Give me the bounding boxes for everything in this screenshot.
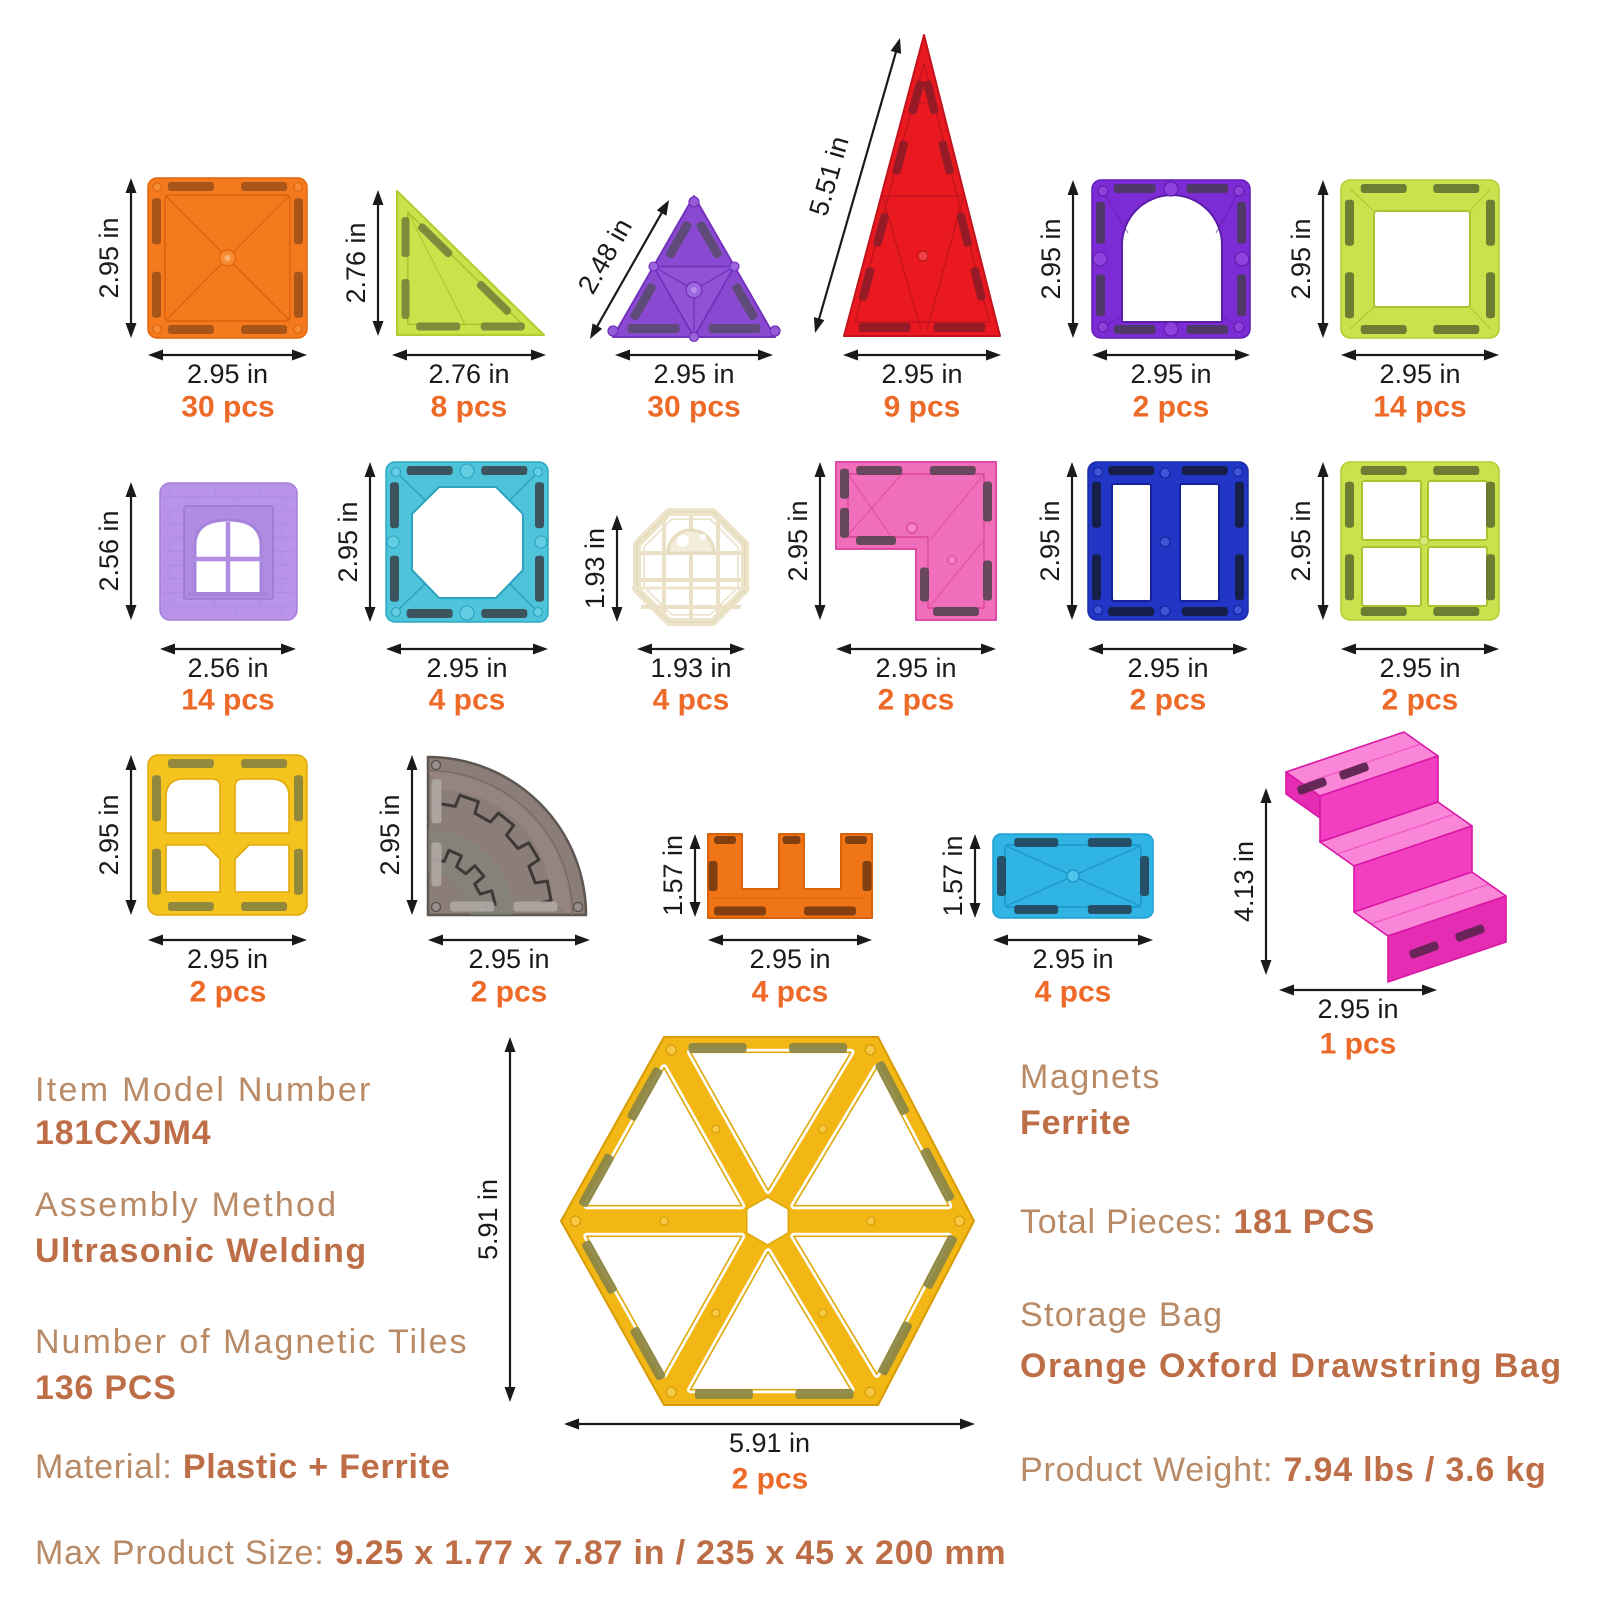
svg-text:Product Weight: 7.94 lbs / 3.6: Product Weight: 7.94 lbs / 3.6 kg xyxy=(1020,1451,1547,1489)
svg-text:Orange Oxford Drawstring Bag: Orange Oxford Drawstring Bag xyxy=(1020,1347,1563,1385)
svg-text:2.95 in: 2.95 in xyxy=(653,359,734,389)
svg-text:2 pcs: 2 pcs xyxy=(1382,684,1459,717)
svg-text:2.95 in: 2.95 in xyxy=(749,944,830,974)
svg-text:Storage Bag: Storage Bag xyxy=(1020,1296,1223,1334)
svg-text:2 pcs: 2 pcs xyxy=(732,1463,809,1496)
svg-text:2 pcs: 2 pcs xyxy=(878,684,955,717)
svg-text:2.95 in: 2.95 in xyxy=(1286,218,1316,299)
svg-text:2.95 in: 2.95 in xyxy=(426,653,507,683)
svg-text:1.93 in: 1.93 in xyxy=(580,528,610,609)
svg-text:30 pcs: 30 pcs xyxy=(647,391,740,424)
svg-text:136 PCS: 136 PCS xyxy=(35,1369,177,1407)
svg-text:Material: Plastic + Ferrite: Material: Plastic + Ferrite xyxy=(35,1448,451,1486)
svg-text:1.57 in: 1.57 in xyxy=(658,835,688,916)
svg-text:2.95 in: 2.95 in xyxy=(333,501,363,582)
svg-text:2.95 in: 2.95 in xyxy=(1036,218,1066,299)
svg-text:4 pcs: 4 pcs xyxy=(752,976,829,1009)
svg-text:5.91 in: 5.91 in xyxy=(473,1179,503,1260)
svg-text:2.95 in: 2.95 in xyxy=(1379,653,1460,683)
svg-text:2 pcs: 2 pcs xyxy=(471,976,548,1009)
svg-text:1 pcs: 1 pcs xyxy=(1320,1028,1397,1061)
svg-text:2.95 in: 2.95 in xyxy=(187,944,268,974)
svg-text:14 pcs: 14 pcs xyxy=(1373,391,1466,424)
svg-text:1.93 in: 1.93 in xyxy=(650,653,731,683)
svg-text:2.56 in: 2.56 in xyxy=(94,510,124,591)
svg-text:2.95 in: 2.95 in xyxy=(1032,944,1113,974)
svg-text:Ultrasonic Welding: Ultrasonic Welding xyxy=(35,1232,368,1270)
svg-text:9 pcs: 9 pcs xyxy=(884,391,961,424)
svg-text:14 pcs: 14 pcs xyxy=(181,684,274,717)
svg-text:2.95 in: 2.95 in xyxy=(1317,994,1398,1024)
svg-text:Total Pieces: 181 PCS: Total Pieces: 181 PCS xyxy=(1020,1203,1375,1241)
svg-text:2.95 in: 2.95 in xyxy=(1379,359,1460,389)
svg-text:2.95 in: 2.95 in xyxy=(94,217,124,298)
svg-text:2.95 in: 2.95 in xyxy=(783,500,813,581)
svg-text:8 pcs: 8 pcs xyxy=(431,391,508,424)
svg-text:2.95 in: 2.95 in xyxy=(1130,359,1211,389)
svg-text:4 pcs: 4 pcs xyxy=(653,684,730,717)
svg-text:4 pcs: 4 pcs xyxy=(1035,976,1112,1009)
svg-text:Assembly Method: Assembly Method xyxy=(35,1186,338,1224)
svg-text:2.95 in: 2.95 in xyxy=(187,359,268,389)
svg-text:2 pcs: 2 pcs xyxy=(190,976,267,1009)
svg-text:4.13 in: 4.13 in xyxy=(1229,841,1259,922)
svg-text:2.76 in: 2.76 in xyxy=(341,222,371,303)
svg-text:2.76 in: 2.76 in xyxy=(428,359,509,389)
svg-text:2.48 in: 2.48 in xyxy=(572,213,638,298)
svg-text:Item Model Number: Item Model Number xyxy=(35,1071,373,1109)
svg-text:4 pcs: 4 pcs xyxy=(429,684,506,717)
svg-text:181CXJM4: 181CXJM4 xyxy=(35,1114,212,1152)
svg-text:2 pcs: 2 pcs xyxy=(1133,391,1210,424)
svg-text:2.95 in: 2.95 in xyxy=(875,653,956,683)
svg-text:5.51 in: 5.51 in xyxy=(803,133,854,219)
svg-text:2.95 in: 2.95 in xyxy=(375,794,405,875)
svg-text:Max Product Size: 9.25 x 1.77: Max Product Size: 9.25 x 1.77 x 7.87 in … xyxy=(35,1534,1006,1572)
svg-text:Ferrite: Ferrite xyxy=(1020,1104,1131,1142)
svg-text:2.95 in: 2.95 in xyxy=(881,359,962,389)
svg-text:Number of Magnetic Tiles: Number of Magnetic Tiles xyxy=(35,1323,469,1361)
svg-text:2 pcs: 2 pcs xyxy=(1130,684,1207,717)
svg-text:Magnets: Magnets xyxy=(1020,1058,1161,1096)
svg-text:2.95 in: 2.95 in xyxy=(468,944,549,974)
svg-text:2.95 in: 2.95 in xyxy=(1127,653,1208,683)
svg-text:5.91 in: 5.91 in xyxy=(729,1428,810,1458)
svg-text:2.95 in: 2.95 in xyxy=(94,794,124,875)
svg-text:2.56 in: 2.56 in xyxy=(187,653,268,683)
svg-text:2.95 in: 2.95 in xyxy=(1286,500,1316,581)
svg-text:2.95 in: 2.95 in xyxy=(1035,500,1065,581)
svg-text:1.57 in: 1.57 in xyxy=(938,835,968,916)
svg-text:30 pcs: 30 pcs xyxy=(181,391,274,424)
